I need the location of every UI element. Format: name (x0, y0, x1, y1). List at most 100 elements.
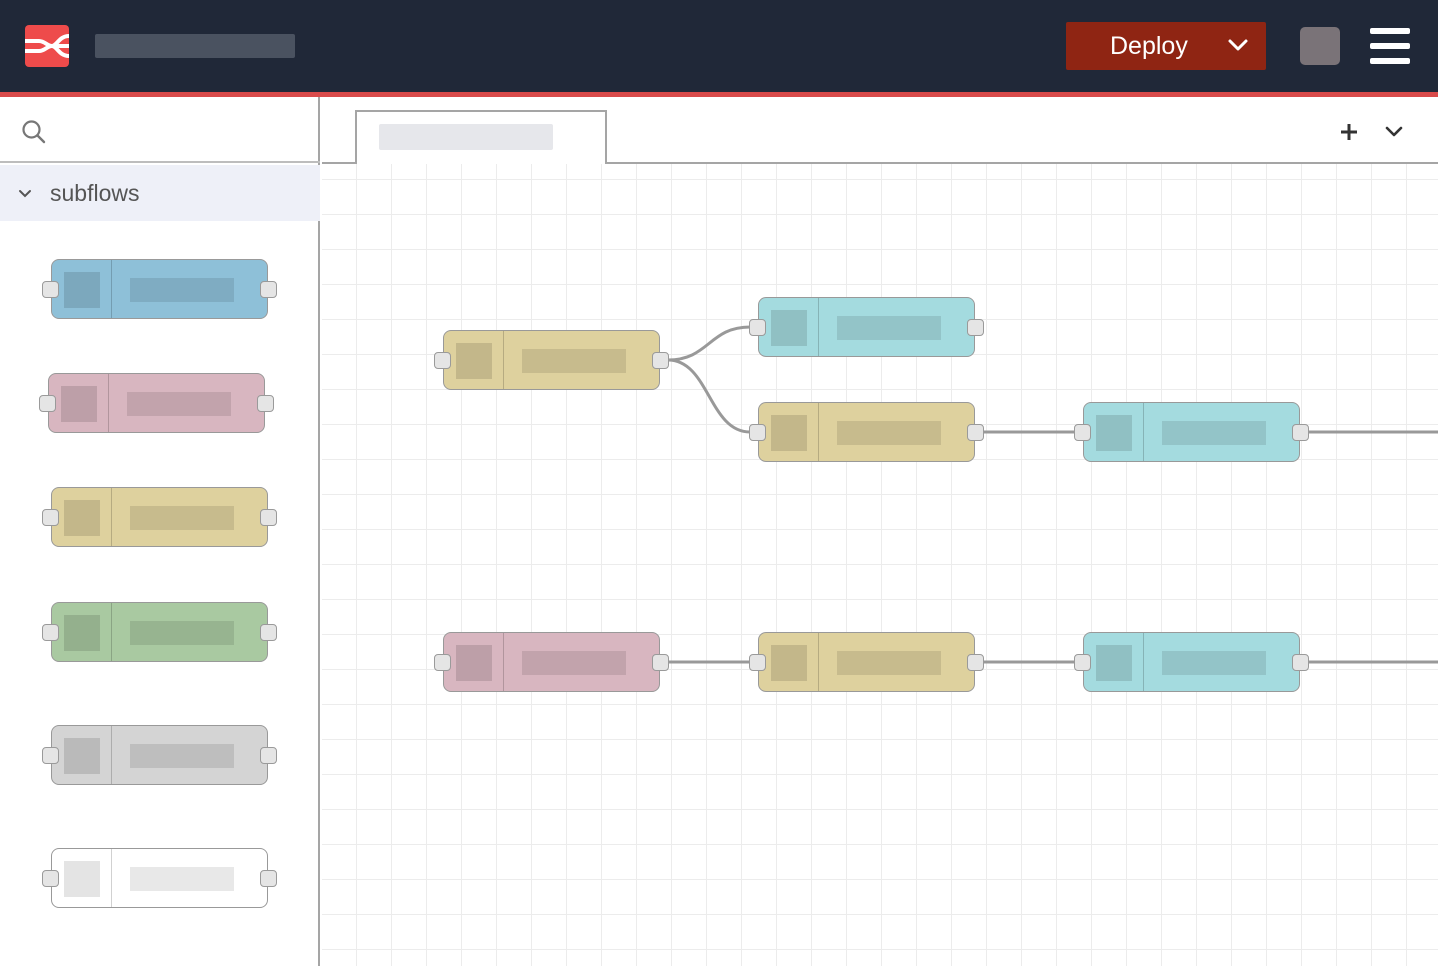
flow-node-output[interactable] (749, 297, 984, 357)
input-port[interactable] (1074, 424, 1091, 441)
deploy-button[interactable]: Deploy (1066, 22, 1266, 70)
output-port[interactable] (967, 654, 984, 671)
node-label-placeholder (837, 316, 941, 340)
wire[interactable] (667, 358, 751, 434)
wires-layer (667, 325, 1438, 664)
flow-title-placeholder (95, 34, 295, 58)
node-label-placeholder (130, 278, 234, 302)
output-port[interactable] (260, 509, 277, 526)
hamburger-menu-icon[interactable] (1370, 28, 1410, 64)
output-port[interactable] (652, 654, 669, 671)
chevron-down-icon[interactable] (1384, 125, 1404, 139)
node-icon-area (444, 331, 504, 389)
node-label-placeholder (130, 621, 234, 645)
output-port[interactable] (967, 319, 984, 336)
node-icon-area (52, 849, 112, 907)
node-icon (771, 310, 807, 346)
flow-node-output[interactable] (1074, 402, 1309, 462)
node-icon (456, 343, 492, 379)
wire[interactable] (667, 325, 751, 362)
node-label-placeholder (127, 392, 231, 416)
node-icon (64, 500, 100, 536)
node-label-placeholder (130, 506, 234, 530)
output-port[interactable] (1292, 654, 1309, 671)
flow-tab-label-placeholder (379, 124, 553, 150)
workspace (322, 97, 1438, 966)
output-port[interactable] (260, 281, 277, 298)
node-label-placeholder (1162, 651, 1266, 675)
palette-node[interactable] (42, 487, 277, 547)
node-icon-area (759, 298, 819, 356)
node-label-placeholder (837, 651, 941, 675)
node-label-placeholder (837, 421, 941, 445)
node-icon-area (1084, 403, 1144, 461)
flow-node-function[interactable] (749, 632, 984, 692)
node-icon-area (49, 374, 109, 432)
input-port[interactable] (42, 509, 59, 526)
input-port[interactable] (1074, 654, 1091, 671)
node-label-placeholder (1162, 421, 1266, 445)
input-port[interactable] (39, 395, 56, 412)
output-port[interactable] (257, 395, 274, 412)
palette-node[interactable] (42, 259, 277, 319)
palette-search-bar[interactable] (0, 97, 320, 163)
input-port[interactable] (434, 352, 451, 369)
node-red-logo-icon (25, 25, 69, 67)
flow-node-input[interactable] (434, 632, 669, 692)
flow-tab[interactable] (355, 110, 607, 166)
node-icon-area (444, 633, 504, 691)
node-icon (61, 386, 97, 422)
category-label: subflows (50, 180, 140, 206)
node-icon (64, 861, 100, 897)
flow-canvas[interactable] (322, 164, 1438, 966)
node-label-placeholder (522, 349, 626, 373)
node-icon-area (52, 603, 112, 661)
flow-node-function[interactable] (434, 330, 669, 390)
input-port[interactable] (749, 319, 766, 336)
input-port[interactable] (42, 624, 59, 641)
palette-node[interactable] (42, 602, 277, 662)
output-port[interactable] (967, 424, 984, 441)
node-icon-area (52, 488, 112, 546)
node-icon-area (52, 260, 112, 318)
input-port[interactable] (749, 654, 766, 671)
node-icon (64, 615, 100, 651)
node-icon-area (52, 726, 112, 784)
node-icon (64, 738, 100, 774)
chevron-down-icon (18, 187, 32, 199)
chevron-down-icon[interactable] (1226, 36, 1250, 56)
input-port[interactable] (749, 424, 766, 441)
user-avatar-icon[interactable] (1300, 27, 1340, 65)
palette-node[interactable] (42, 848, 277, 908)
plus-icon[interactable] (1338, 121, 1360, 143)
palette-category-subflows[interactable]: subflows (0, 165, 320, 221)
node-icon (64, 272, 100, 308)
output-port[interactable] (260, 747, 277, 764)
node-icon (1096, 415, 1132, 451)
palette-node[interactable] (42, 725, 277, 785)
node-icon (771, 415, 807, 451)
output-port[interactable] (1292, 424, 1309, 441)
node-icon (771, 645, 807, 681)
output-port[interactable] (652, 352, 669, 369)
flow-node-output[interactable] (1074, 632, 1309, 692)
workspace-tab-bar (322, 97, 1438, 166)
node-label-placeholder (130, 744, 234, 768)
output-port[interactable] (260, 870, 277, 887)
node-label-placeholder (130, 867, 234, 891)
deploy-button-label: Deploy (1110, 32, 1188, 60)
input-port[interactable] (42, 870, 59, 887)
input-port[interactable] (42, 747, 59, 764)
palette-node[interactable] (39, 373, 274, 433)
flow-node-function[interactable] (749, 402, 984, 462)
node-icon (1096, 645, 1132, 681)
node-icon-area (1084, 633, 1144, 691)
node-icon-area (759, 403, 819, 461)
output-port[interactable] (260, 624, 277, 641)
node-icon (456, 645, 492, 681)
header-accent-line (0, 92, 1438, 97)
input-port[interactable] (434, 654, 451, 671)
node-palette: subflows (0, 97, 320, 966)
input-port[interactable] (42, 281, 59, 298)
node-label-placeholder (522, 651, 626, 675)
